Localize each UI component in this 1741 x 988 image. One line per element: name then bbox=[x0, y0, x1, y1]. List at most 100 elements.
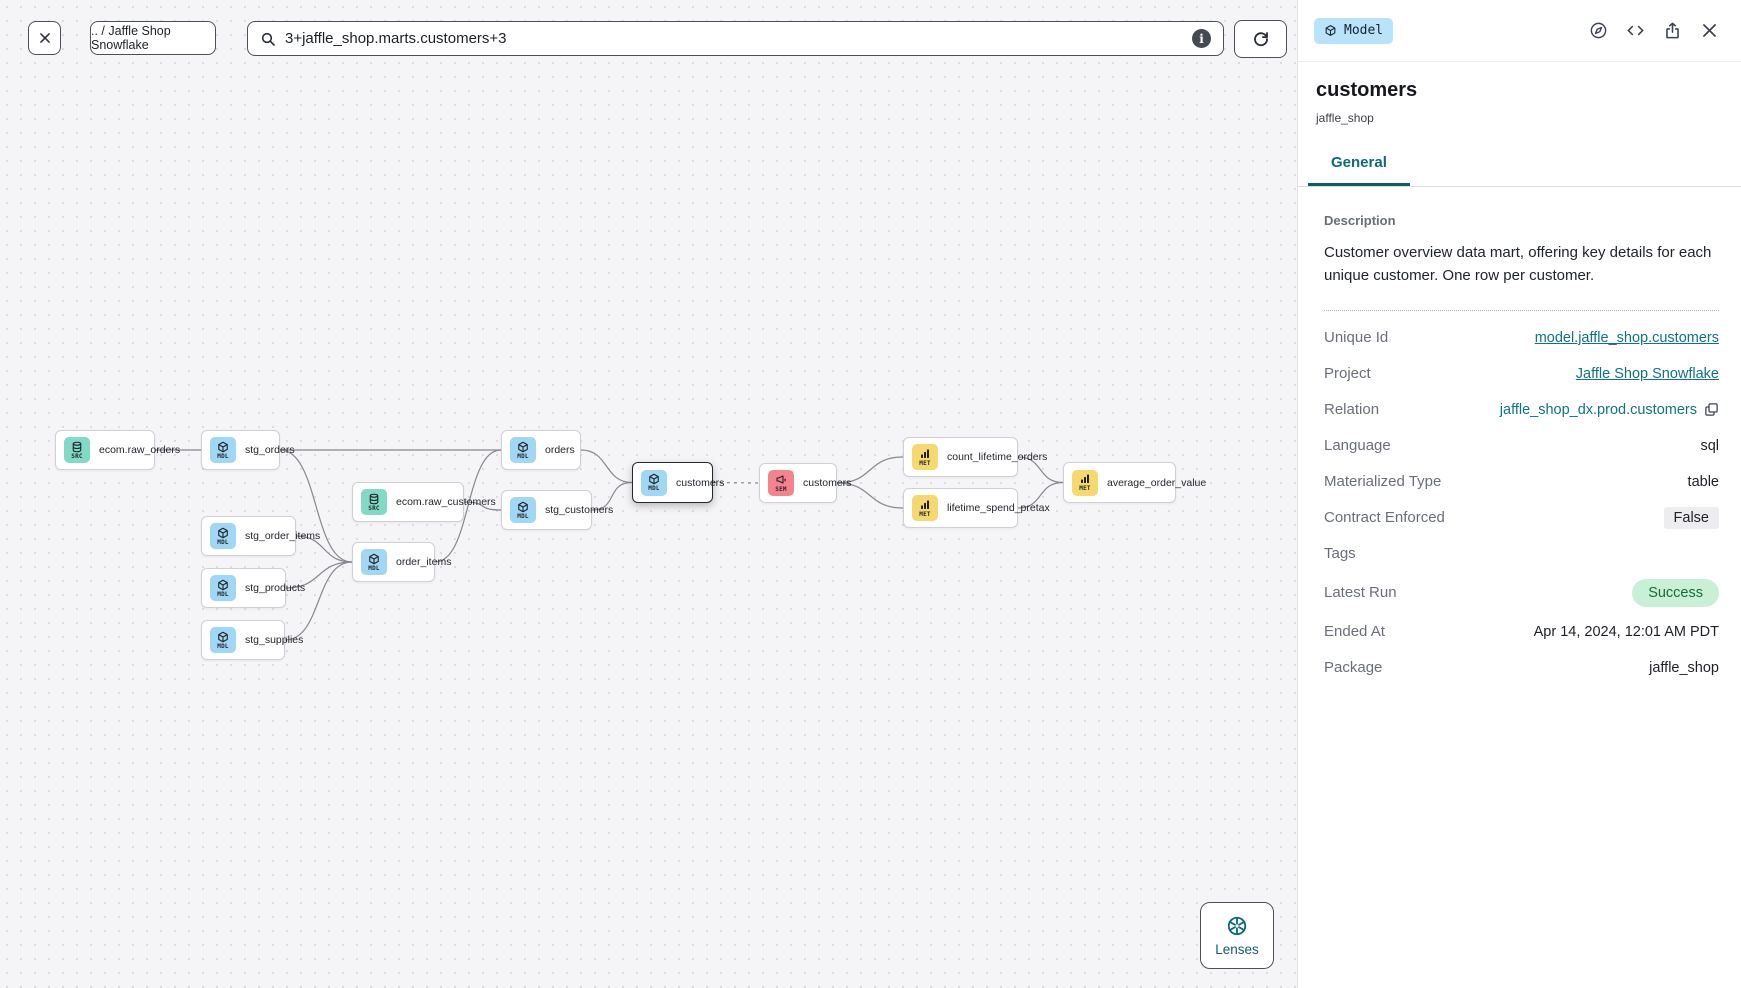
explore-compass-icon[interactable] bbox=[1588, 21, 1608, 41]
search-icon bbox=[261, 32, 275, 46]
field-row-relation: Relation jaffle_shop_dx.prod.customers bbox=[1324, 392, 1719, 428]
node-type-label: MDL bbox=[217, 642, 229, 650]
field-value: jaffle_shop bbox=[1649, 659, 1719, 676]
node-name: stg_orders bbox=[245, 444, 295, 456]
lineage-canvas[interactable]: SRC ecom.raw_orders MDL stg_orders SRC e… bbox=[0, 0, 1297, 988]
description-label: Description bbox=[1324, 213, 1396, 228]
package-subtitle: jaffle_shop bbox=[1316, 111, 1374, 125]
field-link[interactable]: model.jaffle_shop.customers bbox=[1534, 329, 1719, 346]
node-type-chip: MDL bbox=[510, 497, 536, 523]
graph-node-raw_orders[interactable]: SRC ecom.raw_orders bbox=[55, 430, 180, 470]
metric-icon bbox=[1079, 473, 1091, 485]
field-label: Contract Enforced bbox=[1324, 509, 1445, 526]
graph-node-stg_supplies[interactable]: MDL stg_supplies bbox=[201, 620, 303, 660]
node-type-label: SEM bbox=[775, 485, 787, 493]
cube-icon bbox=[648, 473, 660, 485]
node-name: stg_supplies bbox=[245, 634, 304, 646]
semantic-icon bbox=[775, 474, 787, 486]
graph-node-order_items[interactable]: MDL order_items bbox=[352, 542, 451, 582]
node-type-label: SRC bbox=[71, 452, 83, 460]
cube-icon bbox=[368, 553, 380, 565]
node-type-chip: MDL bbox=[641, 469, 667, 496]
page-title: customers bbox=[1316, 79, 1418, 101]
field-row-materialized-type: Materialized Type table bbox=[1324, 464, 1719, 500]
field-row-unique-id: Unique Id model.jaffle_shop.customers bbox=[1324, 320, 1719, 356]
node-type-label: MET bbox=[1079, 485, 1091, 492]
edge-stg_supplies-to-order_items bbox=[284, 561, 353, 641]
description-text: Customer overview data mart, offering ke… bbox=[1324, 241, 1719, 311]
contract-badge: False bbox=[1663, 506, 1719, 529]
graph-node-orders[interactable]: MDL orders bbox=[501, 430, 581, 470]
cube-icon bbox=[217, 441, 229, 453]
close-panel-icon[interactable] bbox=[1699, 21, 1719, 41]
graph-node-raw_customers[interactable]: SRC ecom.raw_customers bbox=[352, 482, 496, 522]
node-name: average_order_value bbox=[1107, 476, 1207, 489]
breadcrumb[interactable]: .. / Jaffle Shop Snowflake bbox=[90, 21, 216, 55]
tab-general[interactable]: General bbox=[1308, 154, 1410, 186]
node-name: count_lifetime_orders bbox=[947, 451, 1048, 463]
graph-node-average_order_value[interactable]: MET average_order_value bbox=[1063, 462, 1206, 503]
field-row-contract-enforced: Contract Enforced False bbox=[1324, 500, 1719, 536]
resource-type-badge: Model bbox=[1314, 17, 1394, 44]
node-name: stg_products bbox=[245, 582, 306, 594]
cube-icon bbox=[217, 527, 229, 539]
close-icon bbox=[39, 33, 50, 43]
field-label: Relation bbox=[1324, 401, 1380, 418]
graph-node-stg_orders[interactable]: MDL stg_orders bbox=[201, 430, 295, 470]
graph-node-stg_customers[interactable]: MDL stg_customers bbox=[501, 490, 613, 530]
field-value: jaffle_shop_dx.prod.customers bbox=[1500, 402, 1719, 418]
relation-value: jaffle_shop_dx.prod.customers bbox=[1499, 401, 1697, 418]
graph-node-stg_order_items[interactable]: MDL stg_order_items bbox=[201, 516, 320, 556]
node-name: ecom.raw_customers bbox=[396, 496, 496, 508]
node-type-label: MDL bbox=[648, 485, 660, 492]
graph-node-count_lifetime_orders[interactable]: MET count_lifetime_orders bbox=[903, 437, 1047, 477]
search-input[interactable] bbox=[285, 30, 1192, 47]
code-icon[interactable] bbox=[1625, 21, 1645, 41]
field-label: Package bbox=[1324, 659, 1383, 676]
graph-node-customers_mdl[interactable]: MDL customers bbox=[632, 462, 724, 503]
node-type-label: MDL bbox=[217, 452, 229, 460]
field-label: Tags bbox=[1324, 545, 1356, 562]
field-label: Materialized Type bbox=[1324, 473, 1442, 490]
graph-node-lifetime_spend_pretax[interactable]: MET lifetime_spend_pretax bbox=[903, 488, 1050, 528]
graph-node-stg_products[interactable]: MDL stg_products bbox=[201, 568, 305, 608]
node-type-chip: MET bbox=[1072, 469, 1098, 496]
refresh-button[interactable] bbox=[1234, 20, 1287, 58]
node-type-chip: MDL bbox=[361, 549, 387, 575]
field-value: table bbox=[1687, 473, 1719, 490]
node-type-chip: MDL bbox=[210, 627, 236, 653]
node-type-label: MDL bbox=[368, 564, 380, 572]
lenses-aperture-icon bbox=[1227, 916, 1247, 935]
status-badge: Success bbox=[1632, 578, 1719, 607]
node-type-chip: MET bbox=[912, 495, 938, 521]
node-type-chip: MET bbox=[912, 444, 938, 470]
field-row-ended-at: Ended At Apr 14, 2024, 12:01 AM PDT bbox=[1324, 614, 1719, 650]
detail-fields: Unique Id model.jaffle_shop.customers Pr… bbox=[1324, 320, 1719, 686]
field-value: Apr 14, 2024, 12:01 AM PDT bbox=[1533, 623, 1719, 640]
field-row-language: Language sql bbox=[1324, 428, 1719, 464]
close-lineage-button[interactable] bbox=[28, 21, 61, 55]
field-label: Latest Run bbox=[1324, 584, 1397, 601]
node-type-label: MET bbox=[919, 510, 931, 518]
node-type-label: MDL bbox=[517, 512, 529, 520]
field-label: Unique Id bbox=[1324, 329, 1389, 346]
node-name: lifetime_spend_pretax bbox=[947, 502, 1050, 514]
panel-header: Model bbox=[1298, 0, 1741, 62]
lenses-button[interactable]: Lenses bbox=[1200, 902, 1274, 969]
share-icon[interactable] bbox=[1662, 21, 1682, 41]
graph-node-customers_sem[interactable]: SEM customers bbox=[759, 463, 851, 503]
node-type-chip: SEM bbox=[768, 470, 794, 496]
cube-icon bbox=[217, 579, 229, 591]
info-icon[interactable]: i bbox=[1192, 29, 1211, 48]
node-type-chip: SRC bbox=[64, 437, 90, 463]
node-type-label: MDL bbox=[217, 538, 229, 546]
node-type-chip: SRC bbox=[361, 489, 387, 515]
metric-icon bbox=[919, 499, 931, 511]
node-type-label: MDL bbox=[217, 590, 229, 598]
node-type-label: SRC bbox=[368, 504, 380, 512]
resource-type-label: Model bbox=[1344, 23, 1384, 38]
copy-icon[interactable] bbox=[1704, 402, 1719, 417]
lineage-search[interactable]: i bbox=[247, 21, 1224, 56]
field-link[interactable]: Jaffle Shop Snowflake bbox=[1575, 365, 1719, 382]
node-name: customers bbox=[676, 476, 725, 489]
